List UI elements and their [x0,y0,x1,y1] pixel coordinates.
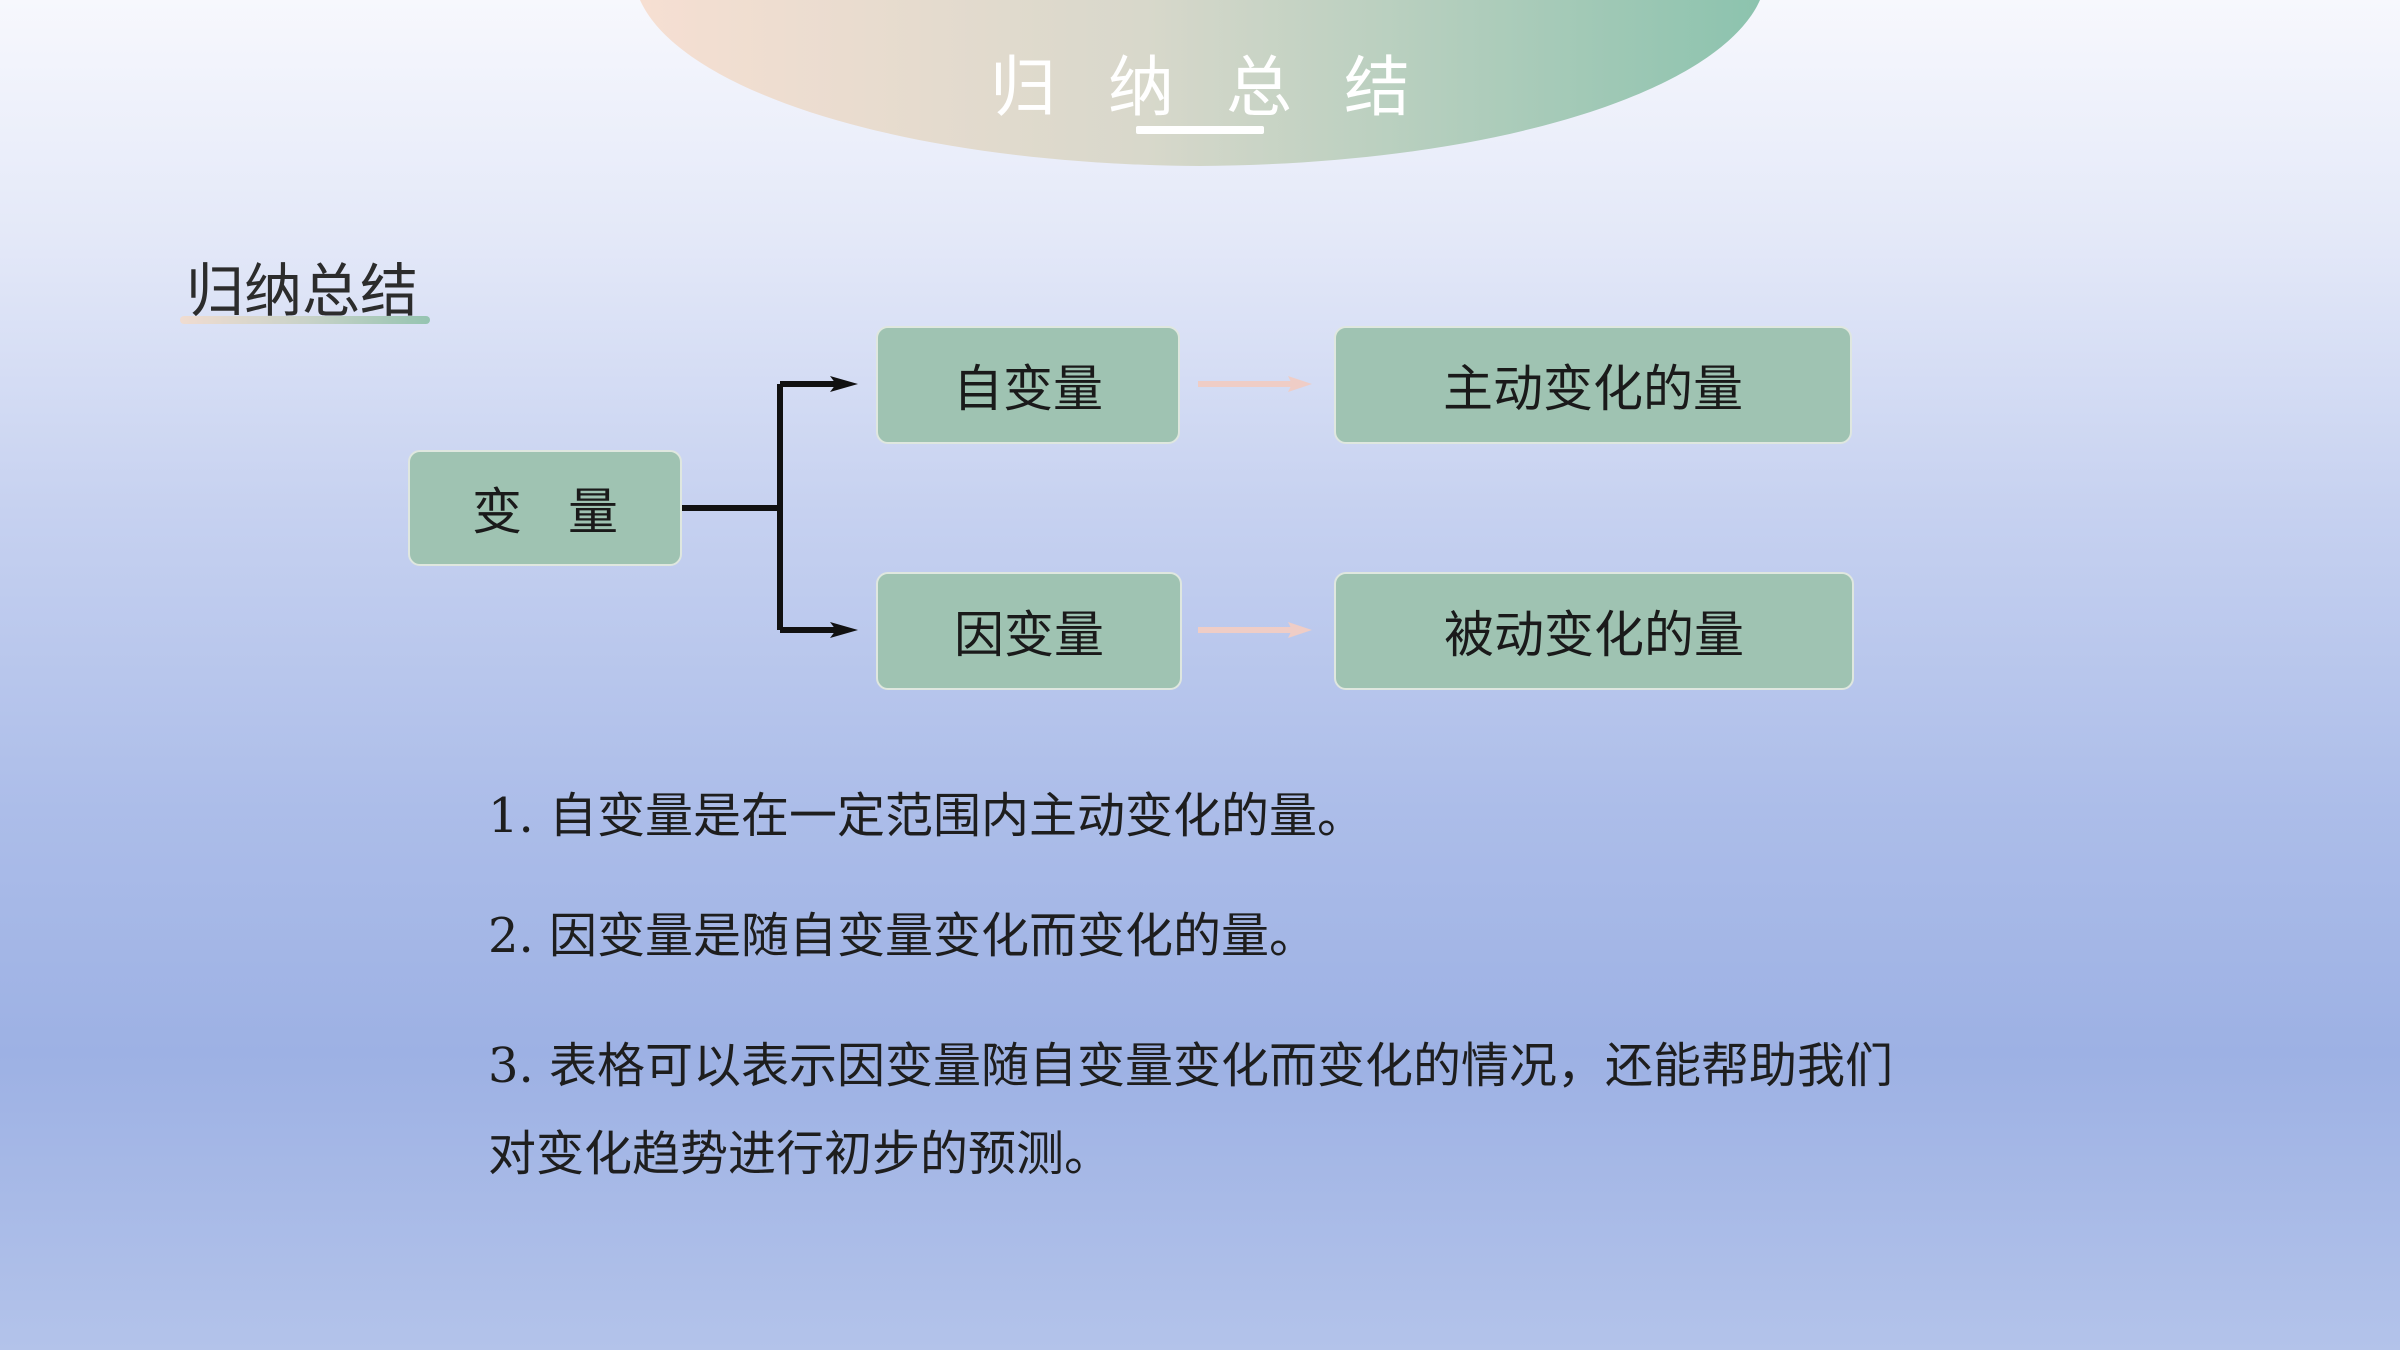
arrow-head-top [830,376,858,392]
root-box-variable: 变量 [408,450,682,566]
summary-point-1: 1. 自变量是在一定范围内主动变化的量。 [488,788,1366,844]
arrow-head-bottom [830,622,858,638]
top-banner: 归纳总结 [640,0,1760,168]
banner-arc-shape [640,0,1760,166]
summary-point-3: 3. 表格可以表示因变量随自变量变化而变化的情况，还能帮助我们 [488,1038,1894,1094]
summary-point-3-continued: 对变化趋势进行初步的预测。 [488,1126,1113,1182]
pink-arrow-top [1198,376,1312,392]
box-dependent-variable: 因变量 [876,572,1182,690]
section-heading-underline [180,316,430,324]
box-active-change: 主动变化的量 [1334,326,1852,444]
section-heading: 归纳总结 [186,257,419,325]
box-passive-change: 被动变化的量 [1334,572,1854,690]
pink-arrow-bottom [1198,622,1312,638]
banner-underline [1136,126,1264,134]
banner-title: 归纳总结 [990,49,1462,126]
bracket-connector [682,381,836,633]
box-independent-variable: 自变量 [876,326,1180,444]
summary-point-2: 2. 因变量是随自变量变化而变化的量。 [488,908,1318,964]
